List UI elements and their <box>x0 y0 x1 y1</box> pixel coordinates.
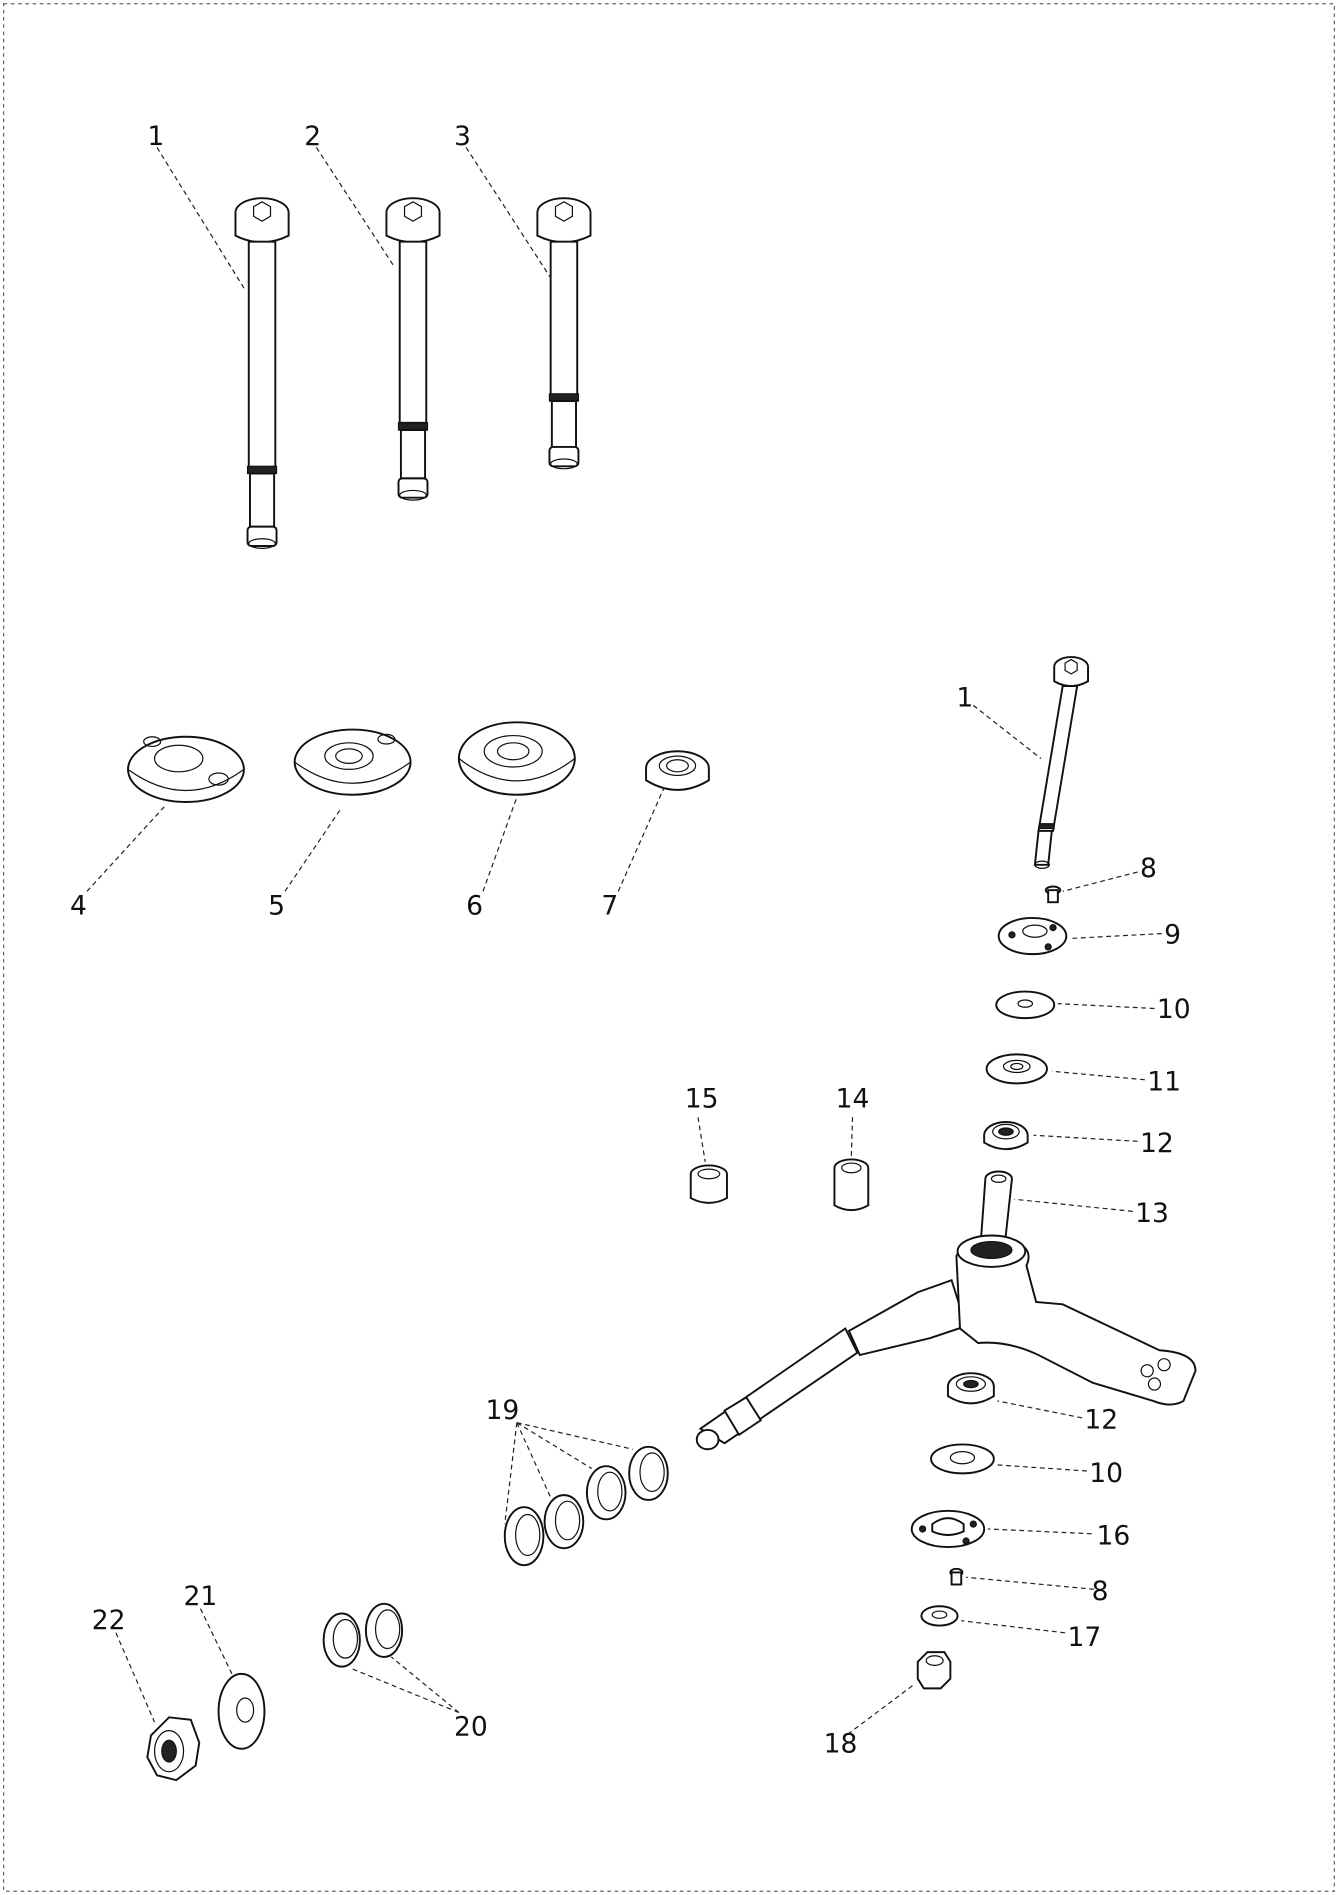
nut-part-18 <box>916 1651 952 1690</box>
callout-2: 2 <box>304 121 321 152</box>
ring-part-20-a <box>322 1612 361 1668</box>
callout-8-bottom: 8 <box>1092 1576 1109 1607</box>
callout-10-top: 10 <box>1157 994 1191 1025</box>
bearing-part-12-bottom <box>946 1372 995 1405</box>
callout-22: 22 <box>92 1605 126 1636</box>
callout-1: 1 <box>147 121 164 152</box>
callout-4: 4 <box>70 890 87 921</box>
callout-12-top: 12 <box>1140 1128 1174 1159</box>
callout-6: 6 <box>466 890 483 921</box>
callout-18: 18 <box>824 1728 858 1759</box>
lock-nut-part-22 <box>146 1716 201 1782</box>
bolt-part-1-stack <box>1033 656 1089 870</box>
callout-labels: 1 2 3 4 5 6 7 1 8 9 10 11 12 13 15 14 19… <box>70 121 1191 1759</box>
washer-part-11 <box>985 1053 1048 1085</box>
steering-knuckle <box>695 1234 1197 1451</box>
callout-21: 21 <box>184 1581 218 1612</box>
plate-part-6 <box>457 721 576 796</box>
callout-20: 20 <box>454 1711 488 1742</box>
ring-part-20-b <box>364 1602 404 1658</box>
callout-1-stack: 1 <box>956 683 973 714</box>
flange-part-16 <box>910 1509 986 1549</box>
callout-15: 15 <box>685 1084 719 1115</box>
ring-part-19-c <box>585 1465 627 1521</box>
callout-9: 9 <box>1164 919 1181 950</box>
callout-17: 17 <box>1068 1622 1102 1653</box>
washer-part-17 <box>920 1605 959 1627</box>
leader-lines <box>86 147 1162 1735</box>
bolt-part-3 <box>536 197 592 470</box>
callout-11: 11 <box>1147 1067 1181 1098</box>
screw-part-8-bottom <box>949 1567 964 1586</box>
bushing-part-14 <box>833 1158 870 1212</box>
ring-part-19-d <box>628 1445 669 1501</box>
bearing-part-12-top <box>983 1121 1029 1151</box>
callout-19: 19 <box>485 1395 519 1426</box>
bolt-part-1 <box>234 197 290 549</box>
bushing-part-15 <box>689 1164 728 1204</box>
callout-3: 3 <box>454 121 471 152</box>
screw-part-8-top <box>1044 885 1062 904</box>
callout-10-bottom: 10 <box>1089 1458 1123 1489</box>
callout-8-top: 8 <box>1140 853 1157 884</box>
flange-part-9 <box>997 916 1068 956</box>
washer-part-7 <box>645 750 710 791</box>
ring-part-19-a <box>503 1506 545 1567</box>
ring-part-19-b <box>543 1494 585 1550</box>
plate-part-5 <box>293 728 412 796</box>
page-border <box>3 3 1335 1892</box>
washer-part-10-bottom <box>930 1443 995 1475</box>
callout-7: 7 <box>601 890 618 921</box>
callout-16: 16 <box>1096 1521 1130 1552</box>
bolt-part-2 <box>385 197 441 501</box>
callout-13: 13 <box>1135 1198 1169 1229</box>
washer-part-10-top <box>995 990 1056 1020</box>
washer-part-21 <box>217 1672 266 1750</box>
callout-14: 14 <box>836 1084 870 1115</box>
callout-12-bottom: 12 <box>1084 1405 1118 1436</box>
callout-5: 5 <box>268 890 285 921</box>
plate-part-4 <box>127 735 245 803</box>
